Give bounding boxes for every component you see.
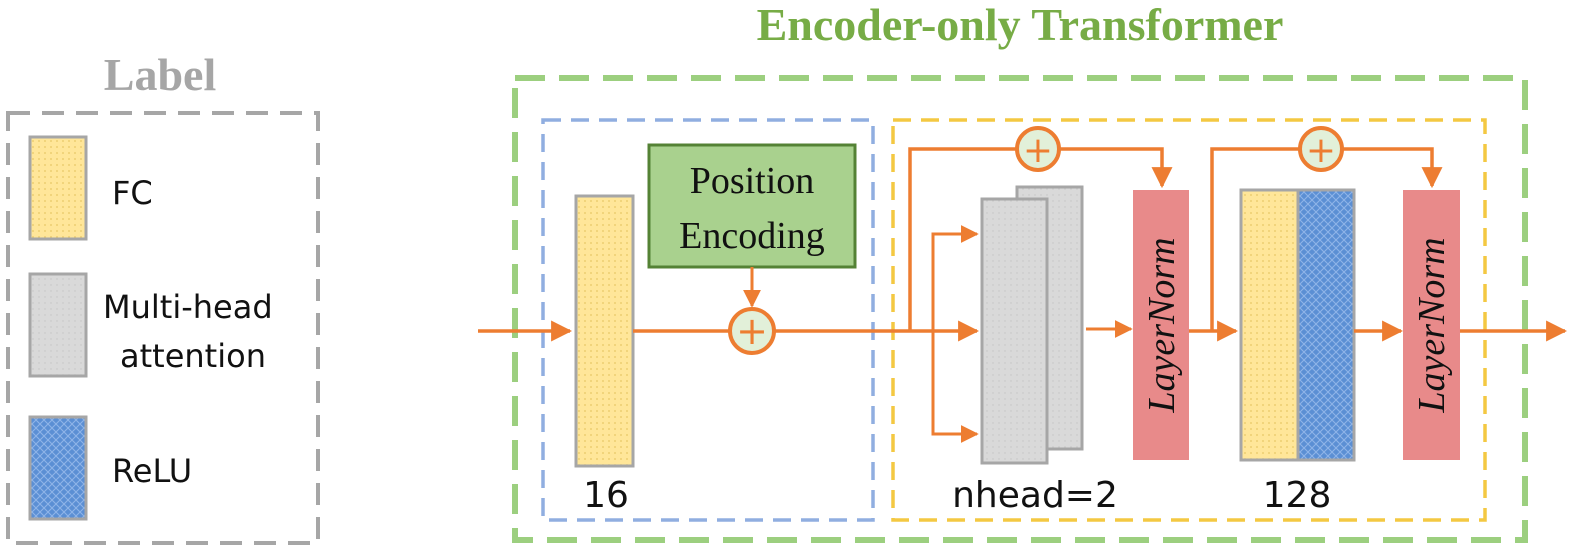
legend-mha-label-line1: Multi-head <box>103 288 273 326</box>
ffn-fc-block <box>1239 188 1300 462</box>
layernorm-label-2: LayerNorm <box>1411 237 1453 413</box>
legend-box <box>6 111 320 545</box>
fc-block <box>574 194 635 468</box>
residual-path-2b <box>1343 147 1443 189</box>
residual-path-1b <box>1060 147 1173 189</box>
add-icon-residual-2: + <box>1298 126 1344 172</box>
fc-size-label: 16 <box>583 475 629 516</box>
legend-fc-label: FC <box>112 174 153 212</box>
layernorm-block-2 <box>1403 190 1460 460</box>
embedding-box <box>541 118 875 522</box>
residual-path-2 <box>1210 147 1300 331</box>
attention-branch-bottom <box>931 331 979 443</box>
svg-text:+: + <box>736 309 768 353</box>
svg-text:+: + <box>1306 130 1336 171</box>
svg-text:+: + <box>1023 130 1053 171</box>
position-encoding-line1: Position <box>690 160 815 202</box>
layernorm-block-1 <box>1133 190 1189 460</box>
encoder-layer-box <box>891 118 1487 522</box>
ffn-size-label: 128 <box>1263 475 1332 516</box>
legend-mha-swatch <box>28 272 88 378</box>
position-encoding-line2: Encoding <box>679 215 825 257</box>
add-icon-position: + <box>728 307 776 355</box>
legend-title: Label <box>104 49 216 100</box>
legend-mha-label-line2: attention <box>120 337 266 375</box>
encoder-outer-box <box>512 75 1528 543</box>
residual-path-1 <box>908 147 1016 331</box>
legend-relu-label: ReLU <box>112 452 192 490</box>
legend-relu-swatch <box>28 415 88 521</box>
attention-branch-top <box>931 225 979 331</box>
legend-fc-swatch <box>28 135 88 241</box>
mha-block-front <box>980 197 1049 465</box>
position-encoding-block <box>647 143 857 269</box>
diagram-title: Encoder-only Transformer <box>757 0 1284 50</box>
ffn-relu-block <box>1296 188 1356 462</box>
add-icon-residual-1: + <box>1015 126 1061 172</box>
layernorm-label-1: LayerNorm <box>1141 237 1183 413</box>
nhead-label: nhead=2 <box>952 475 1118 516</box>
